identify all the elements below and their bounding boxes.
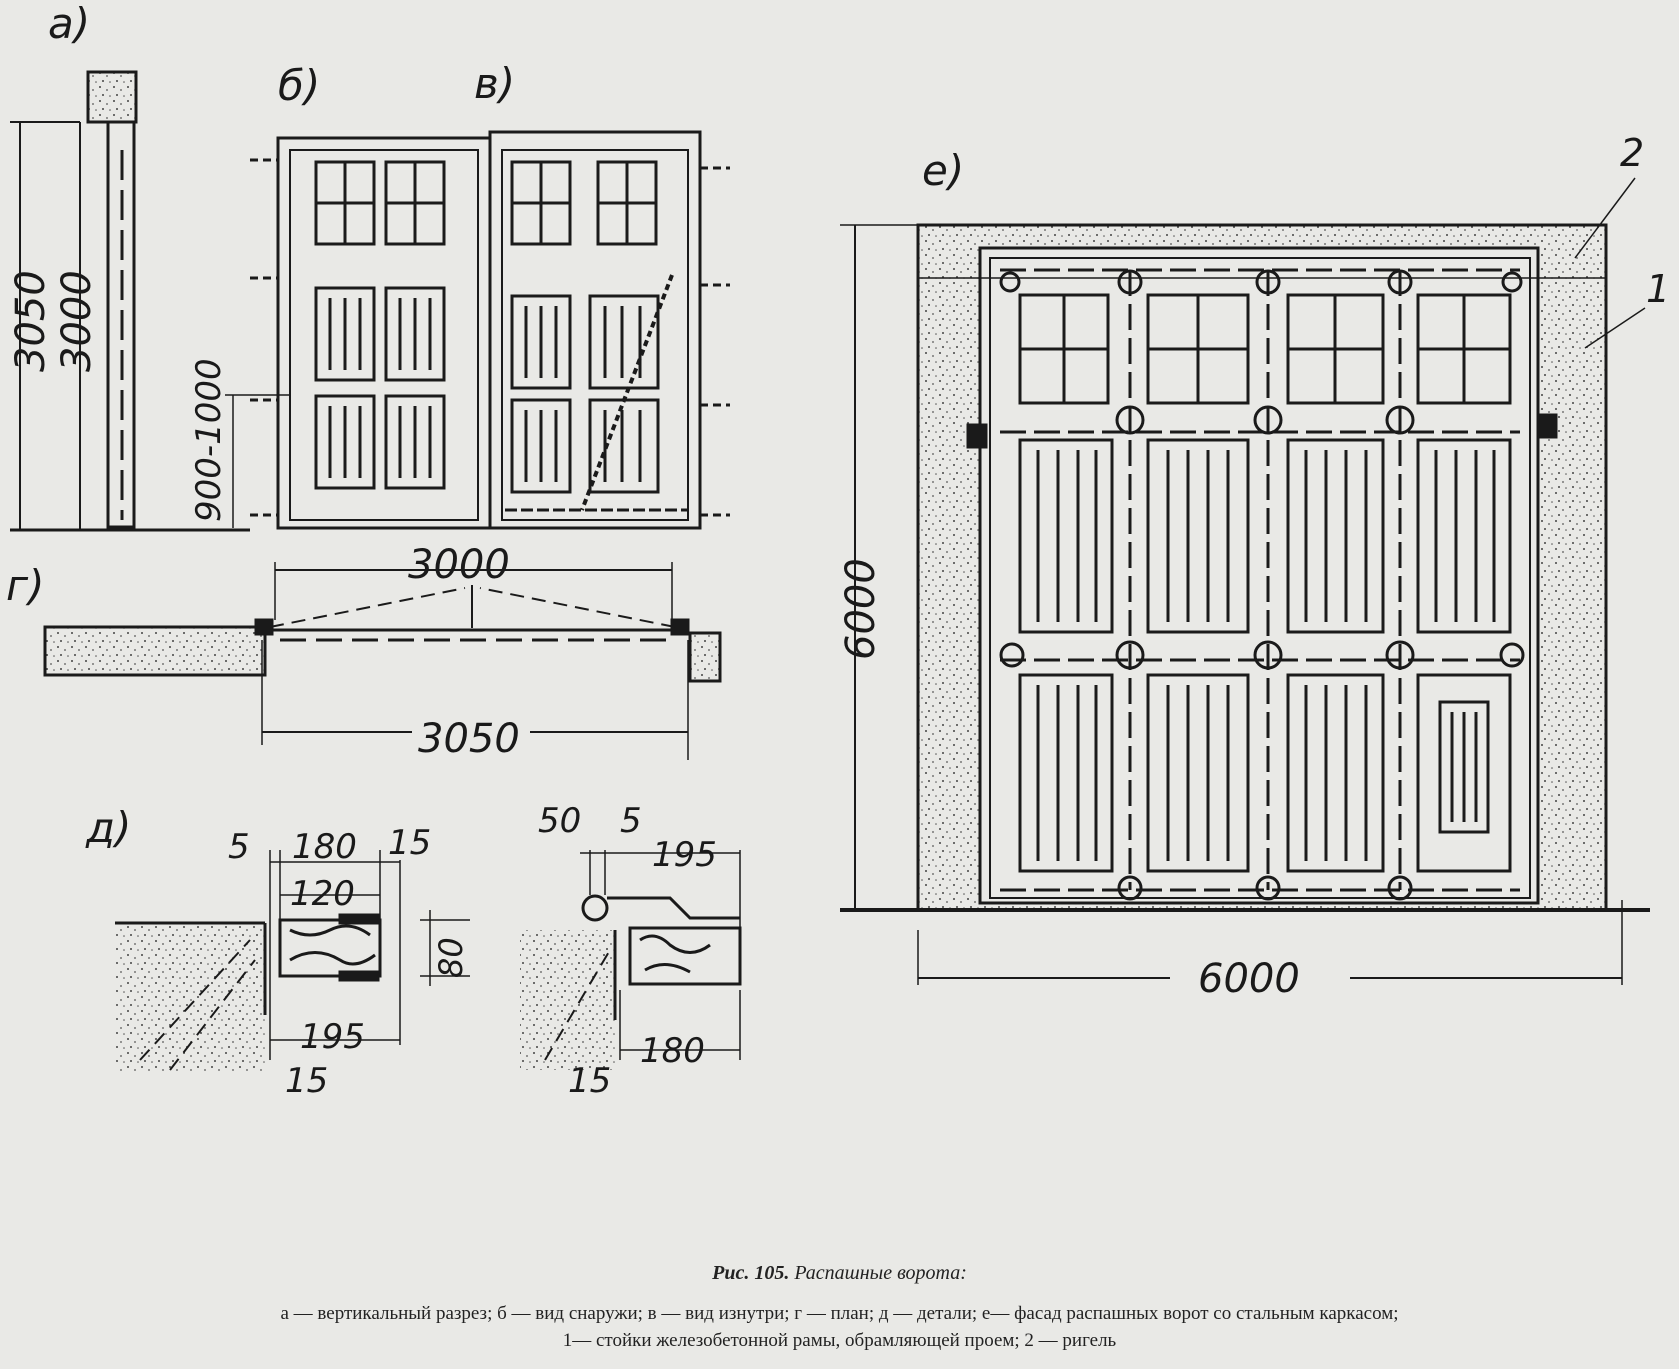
figure-title: Распашные ворота: <box>794 1262 967 1284</box>
dim-d2-195: 195 <box>652 835 717 875</box>
figure-caption-line1: а — вертикальный разрез; б — вид снаружи… <box>280 1303 1399 1324</box>
details-d <box>115 850 742 1073</box>
label-e: е) <box>922 146 964 195</box>
label-v: в) <box>474 59 515 108</box>
dim-b-900-1000: 900-1000 <box>189 358 229 522</box>
dim-d1-5: 5 <box>228 827 250 867</box>
label-a: а) <box>48 0 90 48</box>
elevation-v <box>488 130 730 530</box>
dim-g-3050: 3050 <box>418 716 520 762</box>
dim-d2-50: 50 <box>538 801 581 841</box>
label-b: б) <box>278 61 320 110</box>
dim-a-3000: 3000 <box>54 270 100 372</box>
dim-d1-195: 195 <box>300 1017 365 1057</box>
facade-e <box>840 177 1650 985</box>
dim-d2-180: 180 <box>640 1031 705 1071</box>
dim-d1-15: 15 <box>388 823 431 863</box>
elevation-b <box>225 136 492 530</box>
dim-d1-180: 180 <box>292 827 357 867</box>
figure-caption-line2: 1— стойки железобетонной рамы, обрамляющ… <box>562 1330 1117 1351</box>
callout-2: 2 <box>1620 131 1644 175</box>
dim-d2-5: 5 <box>620 801 642 841</box>
dim-d1-120: 120 <box>290 874 355 914</box>
label-d: д) <box>85 803 131 852</box>
label-g: г) <box>6 561 44 610</box>
dim-d1-80: 80 <box>432 937 470 978</box>
figure-caption-title: Рис. 105. Распашные ворота: <box>0 1262 1679 1285</box>
section-a <box>10 70 250 532</box>
dim-e-6000-vertical: 6000 <box>838 558 884 660</box>
figure-number: Рис. 105. <box>712 1262 790 1284</box>
dim-a-3050: 3050 <box>8 270 54 372</box>
dim-d2-15: 15 <box>568 1061 611 1101</box>
dim-e-6000-horizontal: 6000 <box>1198 956 1300 1002</box>
dim-g-3000: 3000 <box>408 542 510 588</box>
dim-d1-15b: 15 <box>285 1061 328 1101</box>
plan-g <box>43 562 722 760</box>
callout-1: 1 <box>1646 267 1670 311</box>
